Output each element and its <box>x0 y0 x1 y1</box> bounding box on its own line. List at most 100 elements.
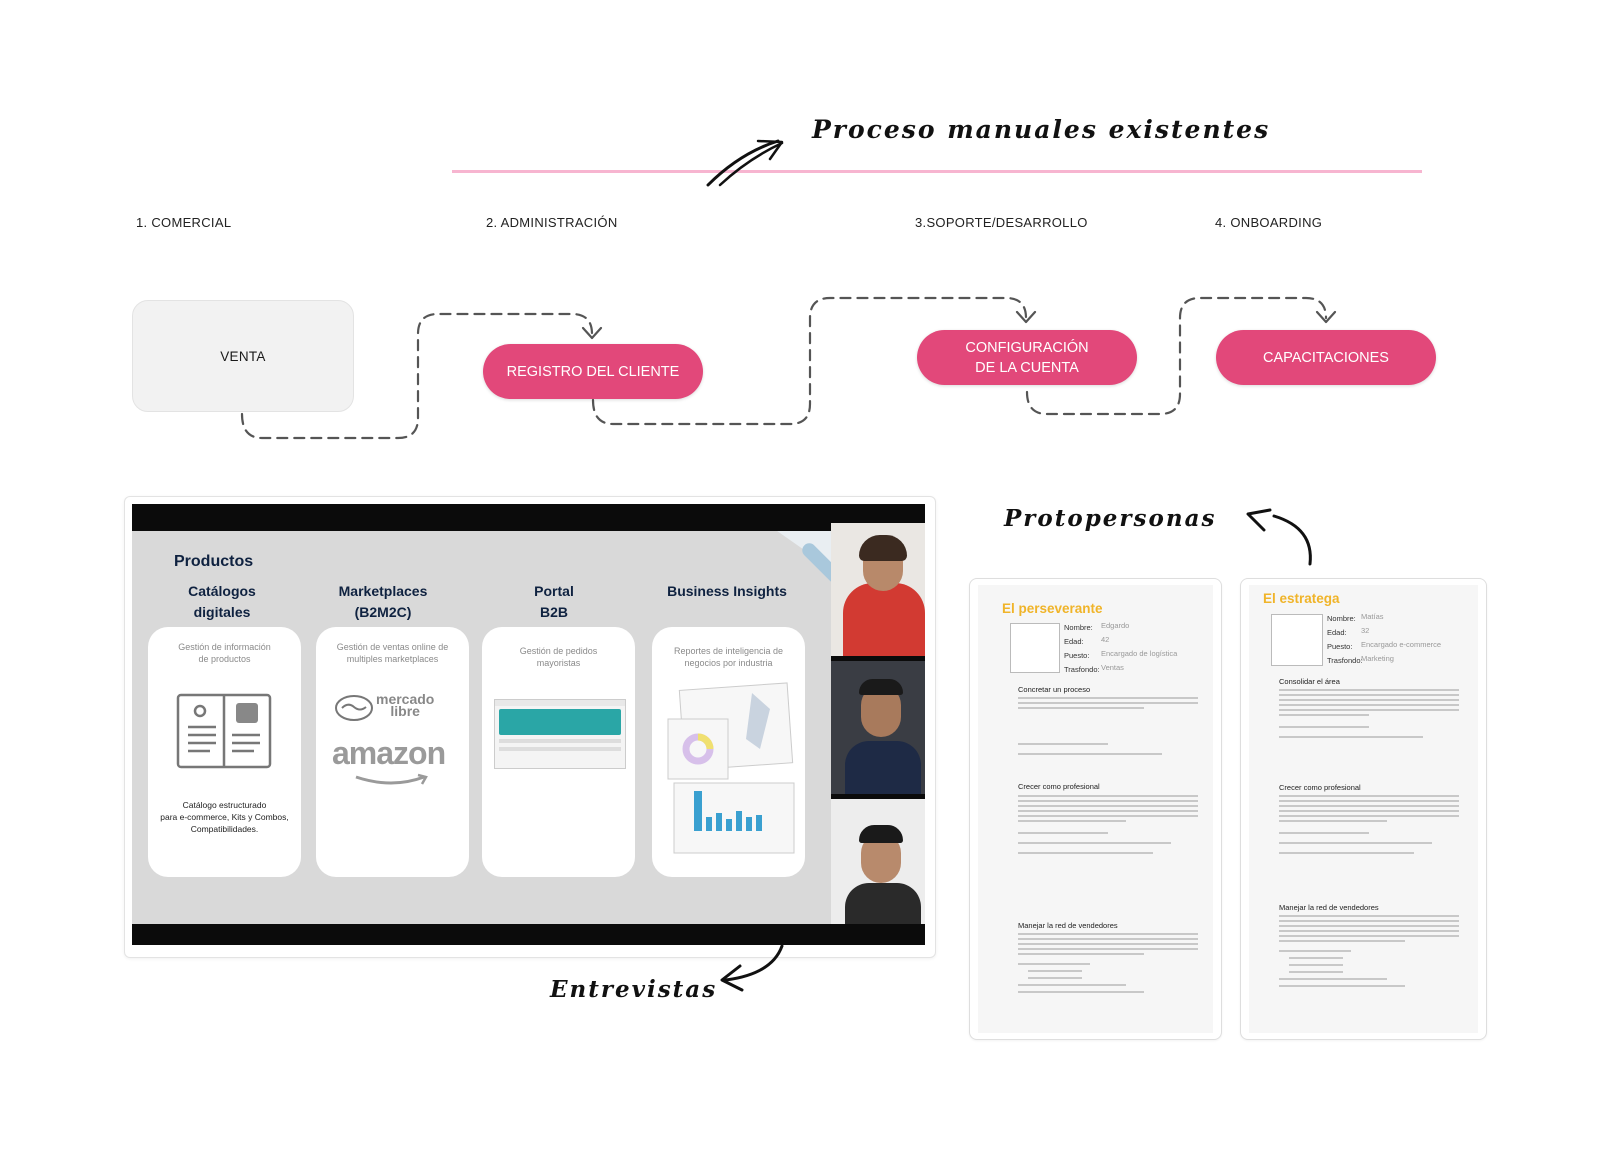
persona-filler-3 <box>1018 795 1198 862</box>
label-trasfondo: Trasfondo: <box>1327 656 1363 665</box>
col-head-line: digitales <box>193 604 251 620</box>
title-arrow-icon <box>706 139 784 187</box>
card-desc: Gestión de pedidos mayoristas <box>482 645 635 669</box>
persona-labels: Nombre: Edad: Puesto: Trasfondo: <box>1327 612 1363 668</box>
participant-cam-1 <box>831 523 925 656</box>
participant-cam-2 <box>831 661 925 794</box>
reports-illustration-icon <box>667 682 795 854</box>
config-label-2: DE LA CUENTA <box>975 359 1079 376</box>
card-desc: Reportes de inteligencia de negocios por… <box>652 645 805 669</box>
stage-comercial: 1. COMERCIAL <box>136 215 232 230</box>
persona-section-3: Manejar la red de vendedores <box>1018 921 1118 930</box>
card-desc: Gestión de información de productos <box>148 641 301 665</box>
logo-text: libre <box>390 703 420 719</box>
persona-filler-4 <box>1279 915 1459 987</box>
value-puesto: Encargado de logística <box>1101 649 1178 658</box>
persona-values: Matías 32 Encargado e-commerce Marketing <box>1361 610 1441 666</box>
protopersonas-arrow-icon <box>1246 508 1312 566</box>
entrevistas-label: Entrevistas <box>550 976 718 1003</box>
persona-name: El perseverante <box>1002 601 1103 616</box>
stage-administracion: 2. ADMINISTRACIÓN <box>486 215 618 230</box>
mercadolibre-logo: mercado libre <box>376 691 435 719</box>
persona-card-perseverante[interactable]: El perseverante Nombre: Edad: Puesto: Tr… <box>969 578 1222 1040</box>
registro-cliente-button[interactable]: REGISTRO DEL CLIENTE <box>483 344 703 399</box>
persona-section-3: Manejar la red de vendedores <box>1279 903 1379 912</box>
col-head-line: Business Insights <box>667 583 787 599</box>
process-title: Proceso manuales existentes <box>812 115 1271 144</box>
desc-line: Reportes de inteligencia de <box>673 646 784 656</box>
col-marketplaces-head: Marketplaces (B2M2C) <box>318 581 448 623</box>
desc-line: negocios por industria <box>684 658 773 668</box>
persona-labels: Nombre: Edad: Puesto: Trasfondo: <box>1064 621 1100 677</box>
col-insights-head: Business Insights <box>652 581 802 602</box>
configuracion-cuenta-button[interactable]: CONFIGURACIÓN DE LA CUENTA <box>917 330 1137 385</box>
value-trasfondo: Marketing <box>1361 654 1394 663</box>
persona-section-2: Crecer como profesional <box>1279 783 1361 792</box>
stage-soporte: 3.SOPORTE/DESARROLLO <box>915 215 1088 230</box>
foot-line: Catálogo estructurado <box>182 800 267 810</box>
desc-line: de productos <box>198 654 251 664</box>
desc-line: Gestión de información <box>178 642 271 652</box>
process-connectors <box>240 296 1337 440</box>
col-head-line: (B2M2C) <box>354 604 412 620</box>
foot-line: para e-commerce, Kits y Combos, <box>160 812 289 822</box>
handshake-icon <box>335 695 373 721</box>
persona-filler-3 <box>1279 795 1459 862</box>
card-catalogos: Gestión de información de productos Catá… <box>148 627 301 877</box>
persona-values: Edgardo 42 Encargado de logística Ventas <box>1101 619 1177 675</box>
amazon-smile-icon <box>355 773 428 785</box>
persona-filler-1 <box>1279 689 1459 746</box>
persona-section-2: Crecer como profesional <box>1018 782 1100 791</box>
capacitaciones-label: CAPACITACIONES <box>1263 349 1389 366</box>
label-puesto: Puesto: <box>1064 651 1090 660</box>
desc-line: multiples marketplaces <box>346 654 439 664</box>
stage-onboarding: 4. ONBOARDING <box>1215 215 1323 230</box>
col-head-line: B2B <box>539 604 568 620</box>
label-edad: Edad: <box>1327 628 1347 637</box>
persona-section-1: Concretar un proceso <box>1018 685 1091 694</box>
entrevistas-arrow-icon <box>720 944 784 992</box>
card-insights: Reportes de inteligencia de negocios por… <box>652 627 805 877</box>
value-trasfondo: Ventas <box>1101 663 1124 672</box>
participant-cam-3 <box>831 799 925 924</box>
persona-photo <box>1271 614 1323 666</box>
col-portal-head: Portal B2B <box>494 581 614 623</box>
amazon-logo: amazon <box>332 735 446 771</box>
registro-label: REGISTRO DEL CLIENTE <box>506 363 680 380</box>
catalog-book-icon <box>176 693 272 769</box>
persona-filler-2 <box>1018 743 1198 763</box>
label-nombre: Nombre: <box>1064 623 1093 632</box>
desc-line: mayoristas <box>536 658 581 668</box>
value-edad: 42 <box>1101 635 1110 644</box>
capacitaciones-button[interactable]: CAPACITACIONES <box>1216 330 1436 385</box>
label-puesto: Puesto: <box>1327 642 1353 651</box>
label-nombre: Nombre: <box>1327 614 1356 623</box>
persona-name: El estratega <box>1263 591 1340 606</box>
persona-filler-1 <box>1018 697 1198 709</box>
slide-title: Productos <box>174 553 254 570</box>
card-desc: Gestión de ventas online de multiples ma… <box>316 641 469 665</box>
persona-card-estratega[interactable]: El estratega Nombre: Edad: Puesto: Trasf… <box>1240 578 1487 1040</box>
value-nombre: Edgardo <box>1101 621 1130 630</box>
label-trasfondo: Trasfondo: <box>1064 665 1100 674</box>
products-slide: Productos Catálogos digitales Gestión de… <box>132 531 831 924</box>
desc-line: Gestión de ventas online de <box>336 642 449 652</box>
venta-label: VENTA <box>220 348 266 364</box>
portal-screenshot <box>494 699 626 769</box>
card-portal: Gestión de pedidos mayoristas <box>482 627 635 877</box>
title-underline <box>452 170 1422 173</box>
value-puesto: Encargado e-commerce <box>1361 640 1442 649</box>
desc-line: Gestión de pedidos <box>519 646 598 656</box>
config-label-1: CONFIGURACIÓN <box>965 339 1089 356</box>
protopersonas-label: Protopersonas <box>1004 505 1217 532</box>
col-head-line: Portal <box>534 583 574 599</box>
persona-section-1: Consolidar el área <box>1279 677 1340 686</box>
venta-box: VENTA <box>132 300 354 412</box>
logo-text: mercado <box>376 691 435 707</box>
value-nombre: Matías <box>1361 612 1384 621</box>
card-footer: Catálogo estructurado para e-commerce, K… <box>148 799 301 835</box>
label-edad: Edad: <box>1064 637 1084 646</box>
col-catalogos-head: Catálogos digitales <box>162 581 282 623</box>
persona-photo <box>1010 623 1060 673</box>
value-edad: 32 <box>1361 626 1370 635</box>
